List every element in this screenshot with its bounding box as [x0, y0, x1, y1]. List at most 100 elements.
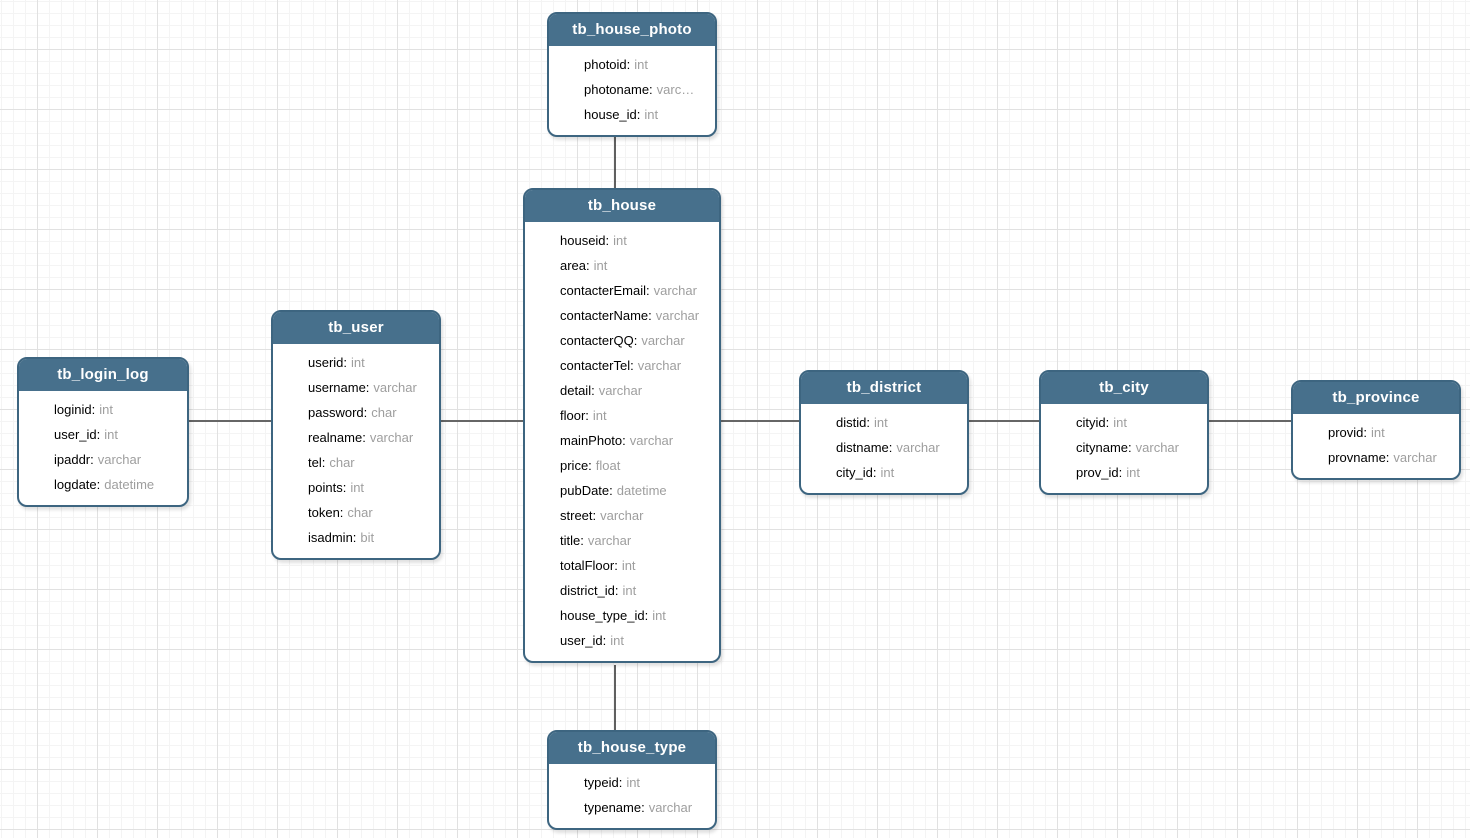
field-type: int	[593, 258, 608, 273]
field-row[interactable]: district_id:int	[560, 578, 713, 603]
field-name: tel:	[308, 455, 326, 470]
field-name: distname:	[836, 440, 893, 455]
field-row[interactable]: isadmin:bit	[308, 525, 433, 550]
field-row[interactable]: title:varchar	[560, 528, 713, 553]
field-name: photoname:	[584, 82, 653, 97]
field-name: contacterQQ:	[560, 333, 638, 348]
field-row[interactable]: loginid:int	[54, 397, 181, 422]
entity-title-tb-user[interactable]: tb_user	[273, 312, 439, 344]
field-row[interactable]: user_id:int	[54, 422, 181, 447]
field-type: int	[1126, 465, 1140, 480]
field-row[interactable]: cityname:varchar	[1076, 435, 1201, 460]
field-row[interactable]: distname:varchar	[836, 435, 961, 460]
field-name: loginid:	[54, 402, 96, 417]
field-name: logdate:	[54, 477, 101, 492]
field-row[interactable]: prov_id:int	[1076, 460, 1201, 485]
field-type: varchar	[896, 440, 940, 455]
field-name: user_id:	[54, 427, 101, 442]
entity-title-tb-login-log[interactable]: tb_login_log	[19, 359, 187, 391]
field-type: varchar	[1393, 450, 1437, 465]
field-name: houseid:	[560, 233, 610, 248]
field-row[interactable]: tel:char	[308, 450, 433, 475]
entity-title-tb-district[interactable]: tb_district	[801, 372, 967, 404]
field-type: char	[371, 405, 397, 420]
field-row[interactable]: contacterName:varchar	[560, 303, 713, 328]
field-row[interactable]: pubDate:datetime	[560, 478, 713, 503]
entity-title-tb-house[interactable]: tb_house	[525, 190, 719, 222]
field-name: userid:	[308, 355, 348, 370]
field-row[interactable]: provname:varchar	[1328, 445, 1453, 470]
field-row[interactable]: typeid:int	[584, 770, 709, 795]
field-name: cityname:	[1076, 440, 1132, 455]
field-type: varchar	[600, 508, 644, 523]
field-row[interactable]: totalFloor:int	[560, 553, 713, 578]
field-row[interactable]: ipaddr:varchar	[54, 447, 181, 472]
field-row[interactable]: floor:int	[560, 403, 713, 428]
field-name: password:	[308, 405, 368, 420]
field-type: varchar	[637, 358, 682, 373]
field-type: varchar	[629, 433, 674, 448]
field-row[interactable]: contacterTel:varchar	[560, 353, 713, 378]
field-type: int	[880, 465, 895, 480]
field-row[interactable]: logdate:datetime	[54, 472, 181, 497]
field-type: int	[621, 558, 636, 573]
field-row[interactable]: house_type_id:int	[560, 603, 713, 628]
field-name: totalFloor:	[560, 558, 618, 573]
field-name: contacterEmail:	[560, 283, 650, 298]
field-row[interactable]: username:varchar	[308, 375, 433, 400]
field-row[interactable]: token:char	[308, 500, 433, 525]
field-row[interactable]: detail:varchar	[560, 378, 713, 403]
entity-title-tb-city[interactable]: tb_city	[1041, 372, 1207, 404]
field-row[interactable]: contacterEmail:varchar	[560, 278, 713, 303]
field-row[interactable]: photoid:int	[584, 52, 709, 77]
field-name: district_id:	[560, 583, 619, 598]
field-type: int	[622, 583, 637, 598]
field-name: isadmin:	[308, 530, 357, 545]
entity-title-tb-province[interactable]: tb_province	[1293, 382, 1459, 414]
field-row[interactable]: photoname:varc…	[584, 77, 709, 102]
field-type: int	[626, 775, 641, 790]
field-row[interactable]: provid:int	[1328, 420, 1453, 445]
field-row[interactable]: house_id:int	[584, 102, 709, 127]
field-name: contacterTel:	[560, 358, 634, 373]
field-type: varchar	[97, 452, 142, 467]
field-row[interactable]: contacterQQ:varchar	[560, 328, 713, 353]
entity-title-tb-house-photo[interactable]: tb_house_photo	[549, 14, 715, 46]
field-row[interactable]: street:varchar	[560, 503, 713, 528]
field-name: typename:	[584, 800, 645, 815]
field-row[interactable]: price:float	[560, 453, 713, 478]
field-name: detail:	[560, 383, 595, 398]
field-row[interactable]: area:int	[560, 253, 713, 278]
field-name: house_type_id:	[560, 608, 649, 623]
field-row[interactable]: city_id:int	[836, 460, 961, 485]
field-row[interactable]: realname:varchar	[308, 425, 433, 450]
field-row[interactable]: houseid:int	[560, 228, 713, 253]
field-row[interactable]: points:int	[308, 475, 433, 500]
field-row[interactable]: userid:int	[308, 350, 433, 375]
entity-title-tb-house-type[interactable]: tb_house_type	[549, 732, 715, 764]
field-row[interactable]: password:char	[308, 400, 433, 425]
field-row[interactable]: distid:int	[836, 410, 961, 435]
field-row[interactable]: user_id:int	[560, 628, 713, 653]
field-type: datetime	[104, 477, 155, 492]
field-type: char	[329, 455, 355, 470]
field-row[interactable]: mainPhoto:varchar	[560, 428, 713, 453]
field-type: varc…	[656, 82, 695, 97]
field-type: char	[347, 505, 373, 520]
field-row[interactable]: cityid:int	[1076, 410, 1201, 435]
field-row[interactable]: typename:varchar	[584, 795, 709, 820]
field-type: bit	[360, 530, 375, 545]
field-name: distid:	[836, 415, 870, 430]
